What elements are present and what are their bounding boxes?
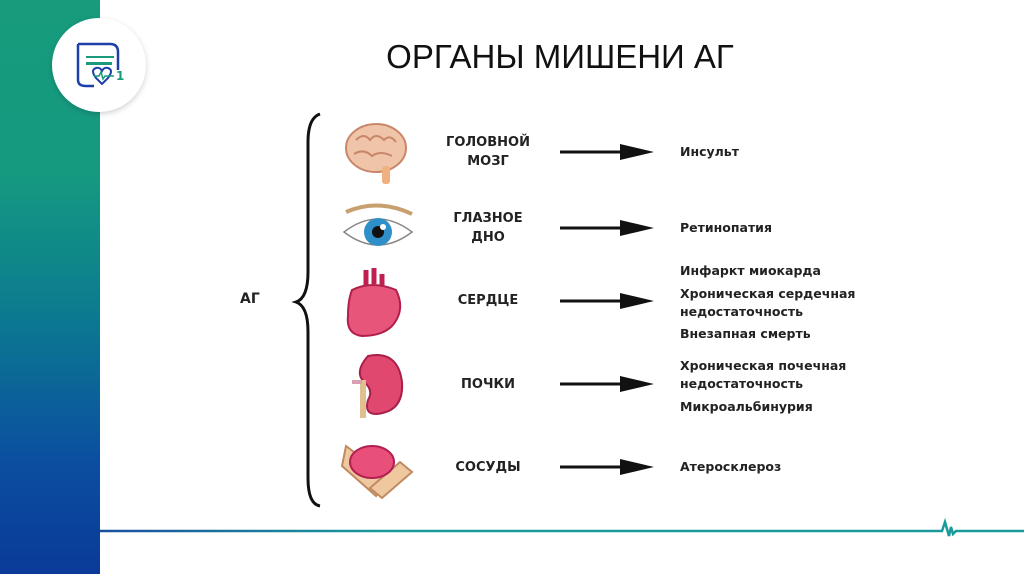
heartbeat-line (100, 518, 1024, 537)
outcome-heart-3: недостаточность (680, 304, 804, 319)
vessel-icon (340, 444, 414, 500)
slide-title: ОРГАНЫ МИШЕНИ АГ (386, 38, 734, 75)
eye-icon (342, 203, 414, 246)
organ-label-kidney: ПОЧКИ (461, 377, 515, 392)
organ-label-line: ГОЛОВНОЙ (446, 135, 530, 150)
outcome-atherosclerosis: Атеросклероз (680, 459, 782, 474)
organ-label-line: ДНО (471, 230, 505, 245)
arrow-right-icon (560, 376, 654, 392)
kidney-icon (352, 354, 404, 418)
arrow-right-icon (560, 144, 654, 160)
college-logo: 1 (52, 18, 146, 112)
outcome-heart-4: Внезапная смерть (680, 326, 811, 341)
heart-icon (346, 268, 402, 338)
organ-label-line: МОЗГ (467, 154, 509, 169)
outcome-kidney-2: недостаточность (680, 376, 804, 391)
outcome-stroke: Инсульт (680, 144, 739, 159)
arrow-right-icon (560, 293, 654, 309)
root-label: АГ (240, 291, 260, 307)
outcome-heart-2: Хроническая сердечная (680, 286, 856, 301)
logo-icon: 1 (76, 42, 124, 88)
outcome-kidney-1: Хроническая почечная (680, 358, 847, 373)
outcome-heart-1: Инфаркт миокарда (680, 263, 821, 278)
svg-text:1: 1 (116, 69, 124, 83)
outcome-retinopathy: Ретинопатия (680, 220, 772, 235)
arrow-right-icon (560, 459, 654, 475)
curly-brace (291, 112, 321, 508)
organ-label-line: ГЛАЗНОЕ (453, 211, 523, 226)
outcome-kidney-3: Микроальбинурия (680, 399, 813, 414)
arrow-right-icon (560, 220, 654, 236)
organ-label-vessels: СОСУДЫ (455, 460, 521, 475)
organ-label-eye: ГЛАЗНОЕ ДНО (430, 209, 546, 247)
brain-icon (345, 123, 407, 184)
organ-label-heart: СЕРДЦЕ (457, 293, 519, 308)
organ-label-brain: ГОЛОВНОЙ МОЗГ (430, 133, 546, 171)
